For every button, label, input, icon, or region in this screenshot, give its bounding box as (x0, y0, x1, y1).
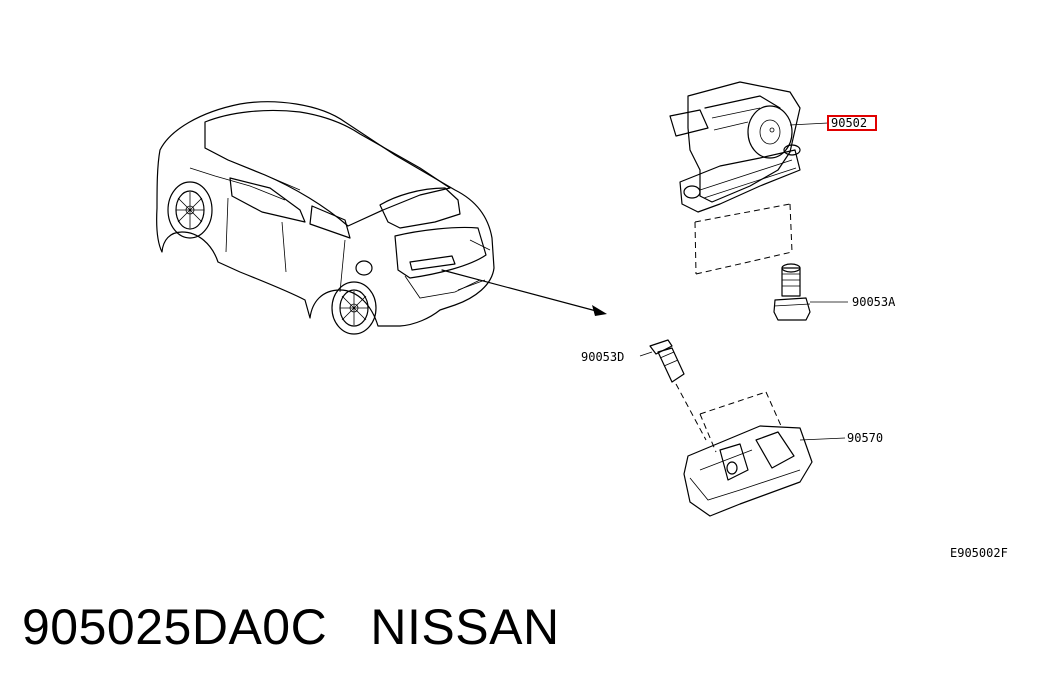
callout-90570: 90570 (847, 431, 883, 445)
tailgate-lock-actuator (669, 81, 829, 275)
callout-90053d: 90053D (581, 350, 624, 364)
part-caption: 905025DA0C NISSAN (22, 598, 560, 656)
vehicle-illustration (156, 101, 607, 335)
brand-name: NISSAN (370, 599, 560, 655)
tailgate-handle-90570 (683, 391, 846, 517)
screw-90053d (639, 339, 707, 441)
callout-90502: 90502 (831, 116, 867, 130)
callout-90053a: 90053A (852, 295, 896, 309)
callout-90502-highlight (827, 115, 877, 131)
diagram-reference-code: E905002F (950, 546, 1008, 560)
bolt-90053a (773, 263, 848, 321)
part-number: 905025DA0C (22, 599, 328, 655)
